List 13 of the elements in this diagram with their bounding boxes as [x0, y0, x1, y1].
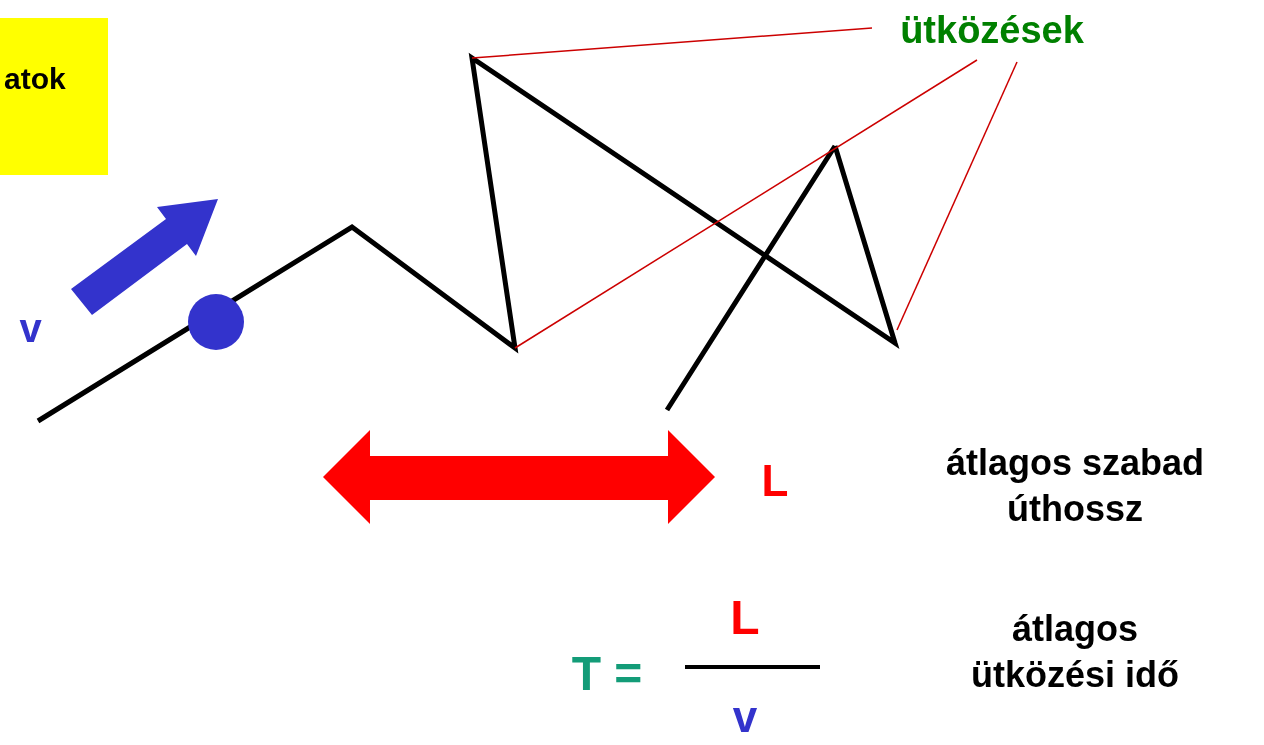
path-length-symbol: L [760, 456, 790, 506]
numerator-symbol: L [729, 590, 761, 645]
leader-line [514, 59, 978, 349]
denominator-symbol: v [731, 693, 759, 741]
collision-time-text: átlagos ütközési idő [970, 607, 1180, 697]
note-box [0, 18, 108, 175]
leader-line [471, 27, 873, 59]
equation-text: T = [570, 646, 644, 701]
mean-free-path-text: átlagos szabad úthossz [944, 441, 1206, 531]
velocity-symbol: v [18, 306, 43, 351]
note-text: atok [4, 62, 67, 96]
leader-line [896, 61, 1018, 331]
callout-label: ütközések [872, 6, 1112, 54]
